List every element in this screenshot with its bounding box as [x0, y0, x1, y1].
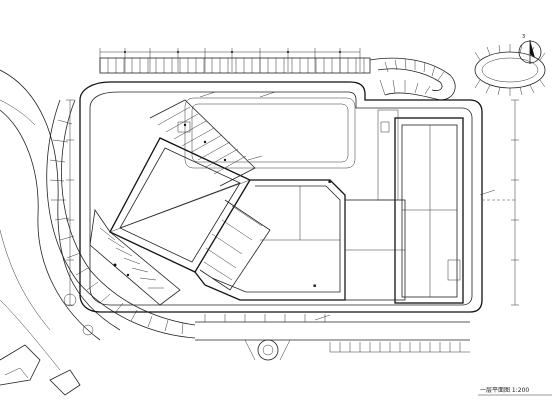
bottom-fountain: [244, 339, 291, 361]
right-dimension-line: [482, 99, 519, 306]
top-dimension-line: [99, 48, 361, 72]
leader-labels: [199, 91, 496, 321]
diamond-building: [109, 137, 251, 273]
bottom-road: [195, 314, 470, 353]
top-parking-strip: [99, 57, 371, 74]
svg-text:▪: ▪: [313, 283, 316, 289]
drawing-title: 一层平面图 1:200: [480, 387, 529, 394]
top-right-curved-parking: [369, 44, 546, 101]
inner-road-loop: [184, 97, 356, 169]
right-annex: [377, 109, 399, 201]
north-arrow-icon: 3: [518, 34, 542, 64]
svg-text:▪: ▪: [328, 179, 331, 185]
right-tall-building: [344, 117, 464, 304]
curved-stepped-band: [46, 99, 196, 339]
upper-stepped-wing: [149, 99, 256, 187]
bottom-left-buildings: [0, 344, 81, 396]
lower-stepped-wing: [89, 208, 181, 306]
left-dimension-line: [66, 99, 74, 306]
right-stepped-wing: [199, 199, 271, 291]
site-boundary: [79, 81, 483, 313]
svg-text:3: 3: [522, 34, 525, 40]
